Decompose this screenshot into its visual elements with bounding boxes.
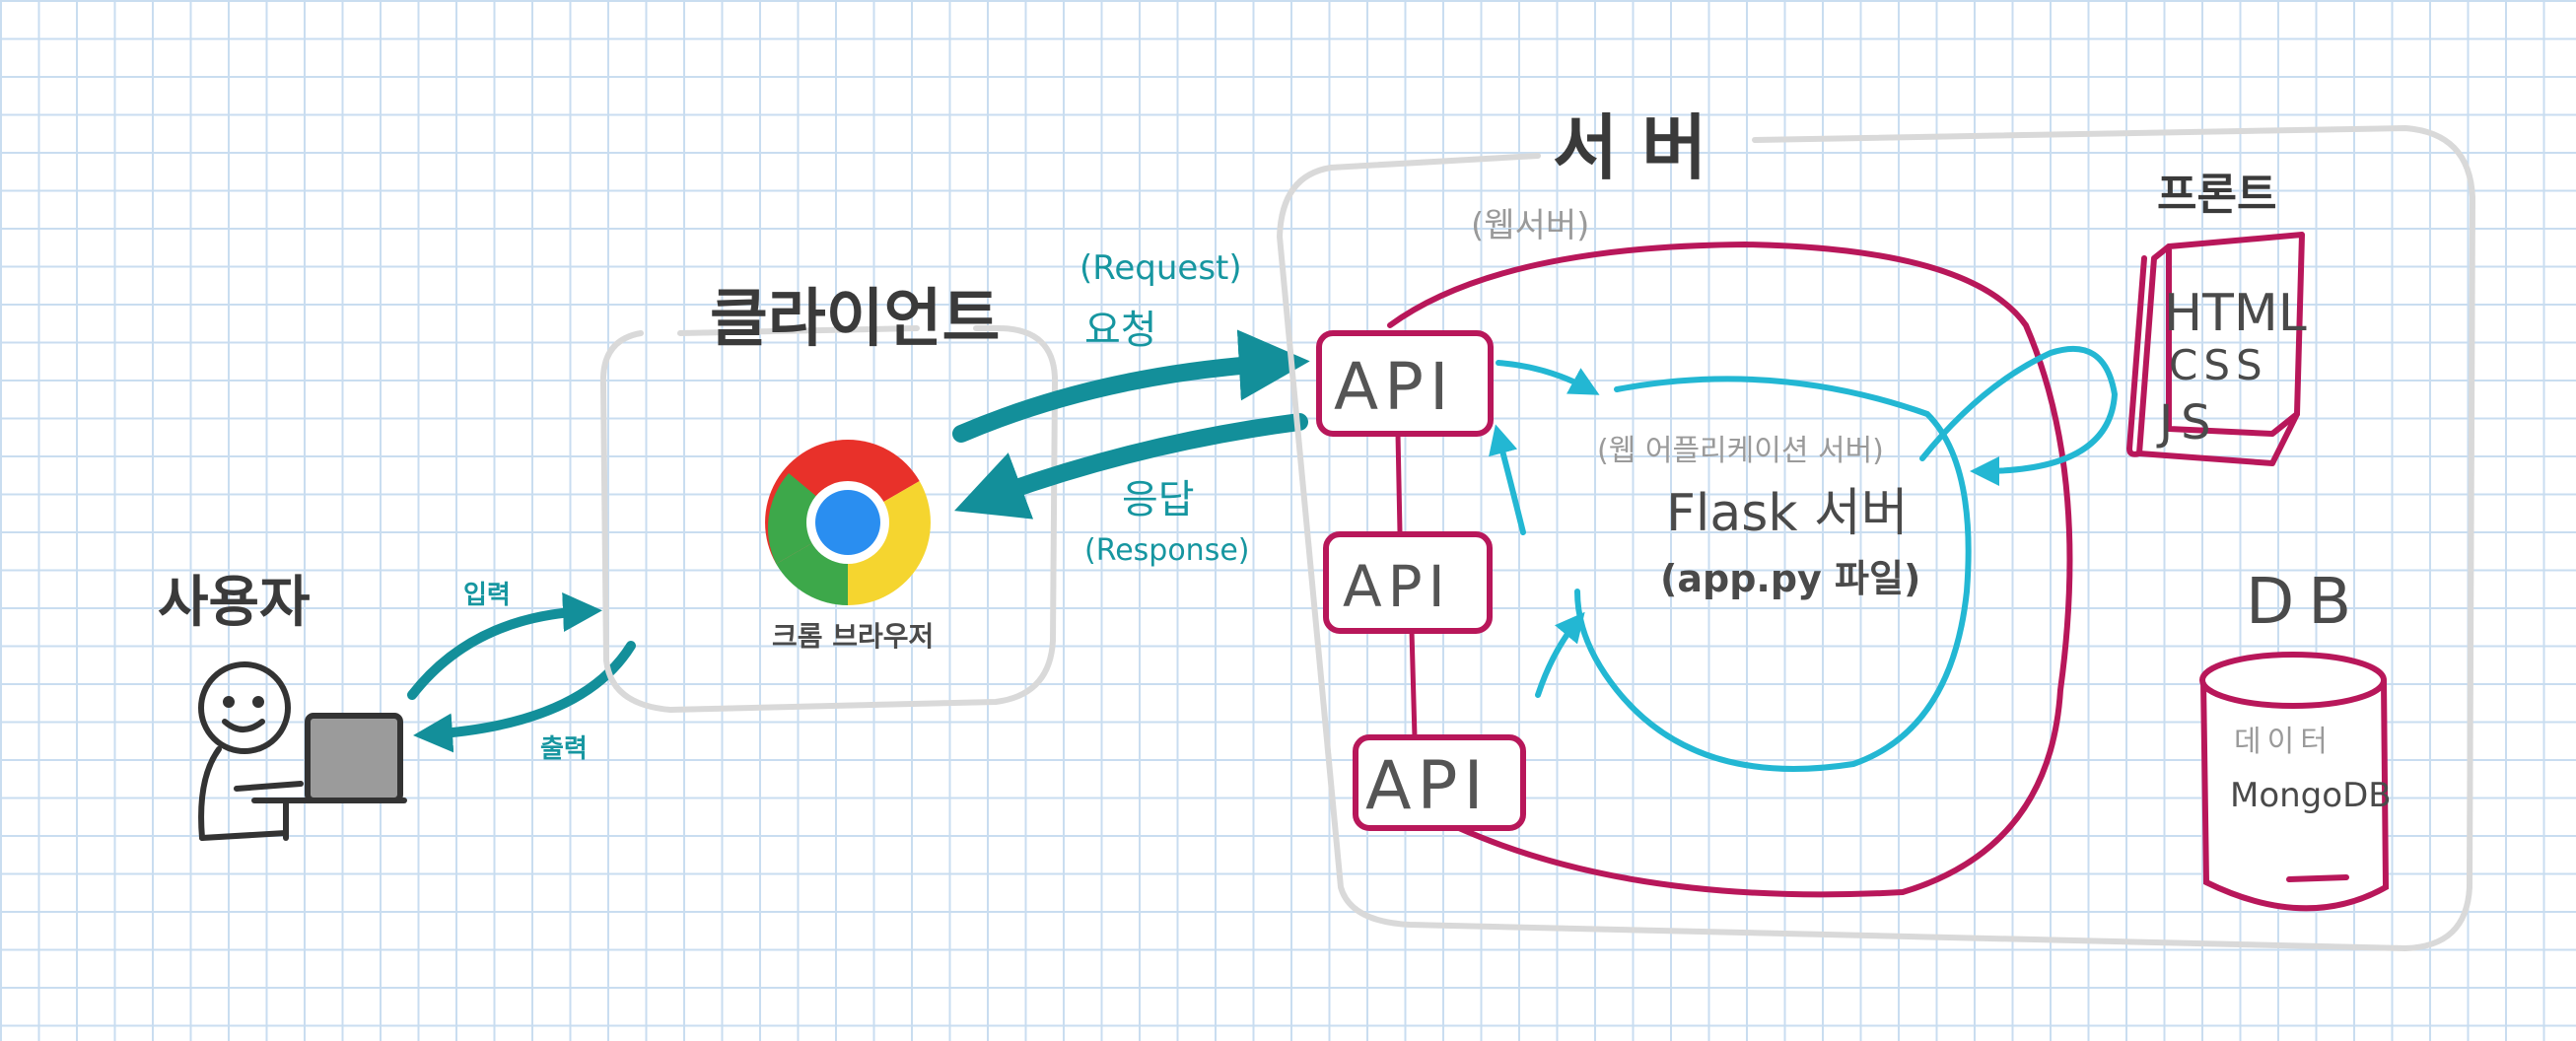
api-label-1: API: [1334, 349, 1454, 425]
user-title: 사용자: [158, 571, 311, 635]
api-return-arrow: [1535, 611, 1585, 698]
api-box-2: API: [1323, 531, 1493, 634]
output-label: 출력: [540, 734, 588, 764]
front-to-flask-arrow: [1919, 345, 2118, 486]
server-box: [1277, 125, 2475, 951]
api-label-3: API: [1365, 747, 1490, 825]
input-label: 입력: [463, 581, 511, 610]
laptop-icon: [251, 713, 407, 841]
flask-label: Flask 서버: [1666, 484, 1909, 543]
web-app-server-label: (웹 어플리케이션 서버): [1597, 434, 1884, 468]
response-ko-label: 응답: [1122, 477, 1195, 522]
request-arrow: [952, 329, 1310, 443]
db-title: DB: [2246, 566, 2365, 639]
web-server-left-line: [1395, 431, 1418, 740]
request-ko-label: 요청: [1084, 308, 1157, 353]
chrome-icon: [765, 440, 931, 605]
response-arrow: [954, 413, 1308, 520]
response-en-label: (Response): [1084, 533, 1250, 568]
db-engine-label: MongoDB: [2230, 776, 2392, 815]
web-server-outline: [1387, 242, 2073, 898]
web-server-label: (웹서버): [1471, 206, 1589, 245]
web-app-server-loop: [1574, 376, 1972, 772]
api-box-1: API: [1316, 330, 1494, 437]
api-label-2: API: [1343, 553, 1451, 620]
front-file-html: HTML: [2164, 284, 2307, 343]
output-arrow: [413, 641, 636, 753]
front-title: 프론트: [2157, 170, 2276, 220]
client-title: 클라이언트: [710, 283, 1000, 356]
browser-label: 크롬 브라우저: [772, 620, 934, 653]
request-en-label: (Request): [1079, 248, 1242, 288]
app-file-label: (app.py 파일): [1660, 557, 1920, 600]
flask-to-api-arrow: [1489, 424, 1526, 535]
front-file-js: JS: [2156, 395, 2219, 451]
server-title: 서버: [1553, 106, 1730, 189]
client-box: [599, 324, 1059, 713]
api-to-flask-arrow: [1496, 360, 1600, 395]
api-box-3: API: [1353, 734, 1526, 831]
input-arrow: [407, 592, 602, 700]
document-stack-icon: [2126, 232, 2305, 466]
front-file-css: CSS: [2169, 341, 2268, 389]
db-data-label: 데이터: [2234, 725, 2333, 759]
database-cylinder-icon: [2199, 652, 2390, 912]
